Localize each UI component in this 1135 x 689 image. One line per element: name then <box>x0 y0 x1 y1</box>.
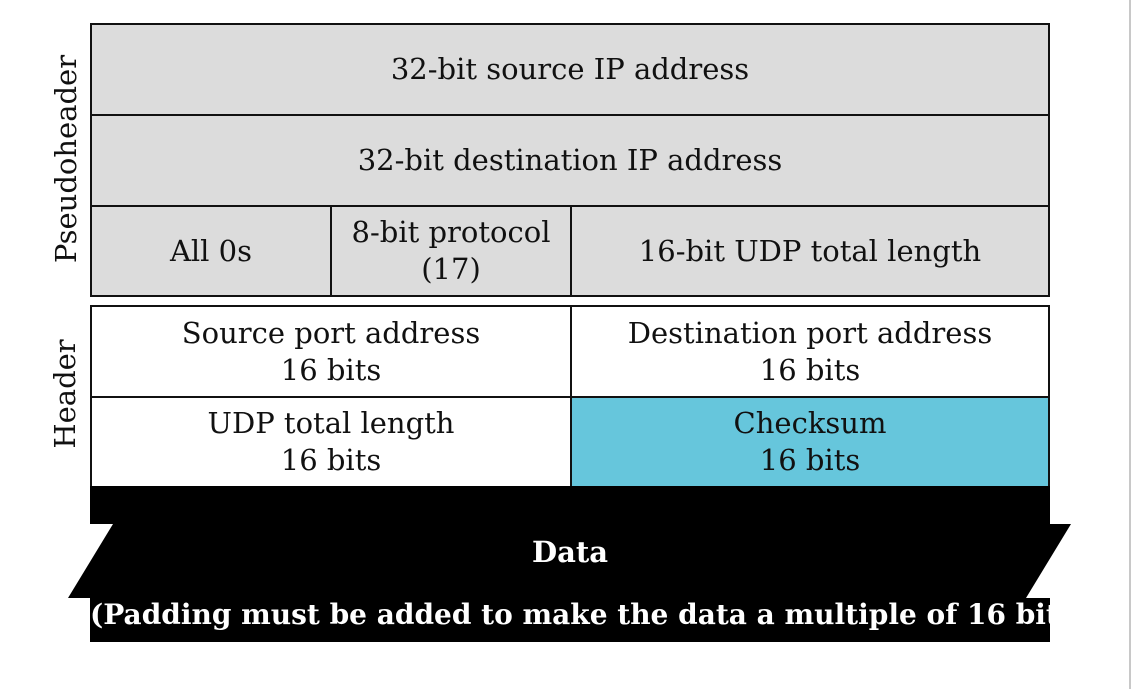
protocol-field: 8-bit protocol (17) <box>330 205 572 297</box>
source-ip-field: 32-bit source IP address <box>90 23 1050 116</box>
source-port-line2: 16 bits <box>280 352 382 387</box>
source-port-field: Source port address 16 bits <box>90 305 572 398</box>
all-zeros-text: All 0s <box>169 233 253 268</box>
destination-port-line2: 16 bits <box>759 352 861 387</box>
udp-length-line1: UDP total length <box>207 406 455 440</box>
destination-ip-field: 32-bit destination IP address <box>90 114 1050 207</box>
udp-length-line2: 16 bits <box>280 443 382 477</box>
checksum-field: Checksum 16 bits <box>570 396 1050 488</box>
protocol-text-line1: 8-bit protocol <box>351 215 551 249</box>
udp-total-length-pseudo-text: 16-bit UDP total length <box>638 233 982 268</box>
all-zeros-field: All 0s <box>90 205 332 297</box>
protocol-text-line2: (17) <box>421 252 481 286</box>
checksum-line2: 16 bits <box>759 443 861 477</box>
checksum-line1: Checksum <box>733 406 887 440</box>
destination-ip-text: 32-bit destination IP address <box>357 143 783 177</box>
source-ip-text: 32-bit source IP address <box>390 52 750 86</box>
udp-total-length-pseudo-field: 16-bit UDP total length <box>570 205 1050 297</box>
data-block-shape <box>68 486 1071 642</box>
source-port-line1: Source port address <box>181 315 481 350</box>
data-title: Data <box>531 535 609 569</box>
udp-length-field: UDP total length 16 bits <box>90 396 572 488</box>
destination-port-line1: Destination port address <box>627 315 993 350</box>
padding-note: (Padding must be added to make the data … <box>90 598 1088 631</box>
destination-port-field: Destination port address 16 bits <box>570 305 1050 398</box>
page-edge-divider <box>1129 0 1131 689</box>
